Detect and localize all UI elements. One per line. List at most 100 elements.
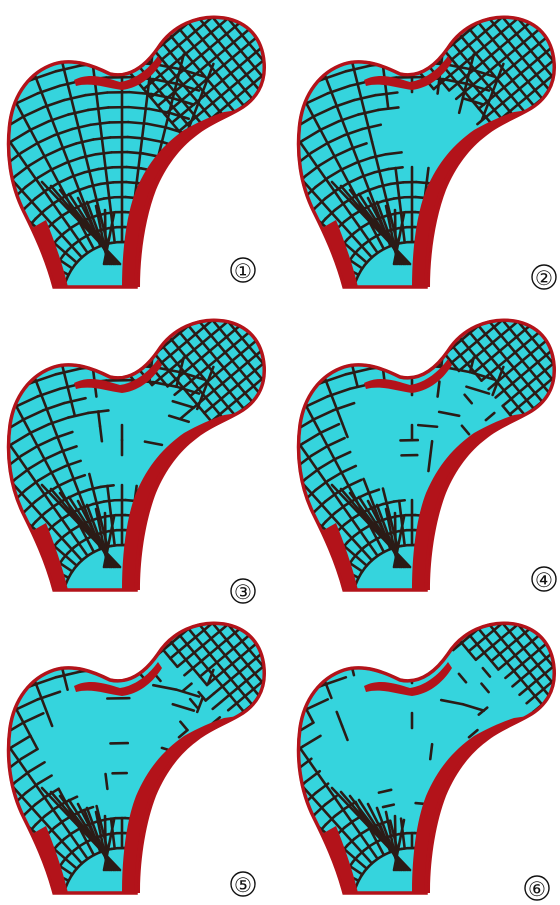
trabecula [261, 741, 271, 752]
trabecula [98, 108, 100, 123]
trabecula [516, 734, 524, 741]
trabecula [313, 841, 325, 849]
trabecula [299, 867, 313, 872]
trabecula [234, 128, 241, 136]
trabecula [535, 4, 542, 12]
trabecula [541, 114, 548, 122]
trabecula [278, 90, 300, 103]
trabecula [261, 747, 277, 762]
trabecula [251, 720, 258, 728]
trabecula [519, 3, 526, 11]
trabecula [0, 849, 1, 862]
trabecula [172, 821, 186, 826]
trabecula [292, 77, 299, 90]
trabecula [241, 415, 251, 426]
trabecula [2, 683, 9, 696]
trabecula [504, 2, 511, 10]
trabecula [264, 518, 272, 533]
trabecula [113, 531, 115, 546]
trabecula [456, 13, 463, 21]
trabecula [490, 584, 498, 591]
trabecula [252, 13, 259, 21]
trabecula [207, 296, 214, 304]
trabecula [464, 612, 471, 620]
trabecula [269, 84, 276, 92]
trabecula [257, 230, 264, 246]
trabecula [263, 201, 275, 209]
trabecula [268, 706, 275, 714]
trabecula [223, 741, 239, 760]
trabecula [381, 49, 383, 64]
trabecula [313, 569, 327, 574]
trabecula [448, 619, 456, 626]
trabecula [490, 591, 497, 599]
trabecula [259, 324, 266, 332]
trabecula [504, 305, 511, 313]
trabecula [200, 459, 207, 467]
trabecula [276, 93, 283, 101]
trabecula [245, 603, 253, 610]
trabecula [283, 164, 297, 177]
trabecula [214, 2, 221, 10]
trabecula [511, 609, 519, 616]
trabecula [224, 282, 231, 290]
trabecula [556, 30, 560, 38]
trabecula [236, 307, 244, 314]
trabecula [208, 584, 215, 592]
trabecula [200, 281, 208, 288]
trabecula [512, 0, 519, 3]
trabecula [548, 333, 556, 340]
trabecula [9, 507, 20, 517]
trabecula [512, 290, 520, 297]
trabecula [271, 236, 277, 250]
trabecula [205, 608, 213, 615]
trabecula [283, 467, 297, 480]
trabecula [287, 654, 295, 661]
trabecula [300, 530, 312, 538]
trabecula [198, 303, 205, 311]
trabecula [431, 633, 439, 640]
trabecula [0, 497, 9, 507]
trabecula [250, 627, 258, 634]
trabecula [0, 513, 4, 526]
trabecula [497, 289, 505, 296]
trabecula [313, 872, 327, 877]
trabecula [294, 501, 304, 513]
trabecula [247, 182, 259, 199]
trabecula [208, 274, 216, 281]
trabecula [480, 613, 487, 621]
trabecula [280, 46, 287, 54]
trabecula [96, 94, 98, 109]
trabecula [293, 375, 301, 382]
trabecula [122, 57, 130, 64]
trabecula [492, 141, 499, 149]
trabecula [193, 141, 201, 148]
trabecula [213, 168, 225, 176]
trabecula [185, 489, 198, 496]
trabecula [499, 149, 506, 157]
trabecula [223, 135, 239, 154]
trabecula [292, 544, 305, 551]
trabecula [174, 309, 181, 317]
trabecula [234, 424, 242, 431]
trabecula [556, 325, 560, 332]
trabecula [488, 296, 496, 303]
trabecula [137, 168, 139, 183]
trabecula [156, 634, 164, 641]
panel-3 [0, 266, 310, 590]
trabecula [222, 593, 230, 600]
trabecula [487, 312, 495, 319]
trabecula [1, 836, 8, 848]
trabecula [548, 636, 556, 643]
trabecula [473, 605, 480, 613]
trabecula [106, 774, 108, 789]
trabecula [521, 593, 528, 601]
trabecula [201, 765, 213, 773]
trabecula [291, 836, 298, 848]
trabecula [173, 620, 181, 627]
panel-label-6-text: ⑥ [528, 877, 546, 901]
trabecula [261, 444, 277, 459]
trabecula [257, 549, 271, 554]
trabecula [224, 275, 232, 282]
trabecula [265, 38, 273, 45]
